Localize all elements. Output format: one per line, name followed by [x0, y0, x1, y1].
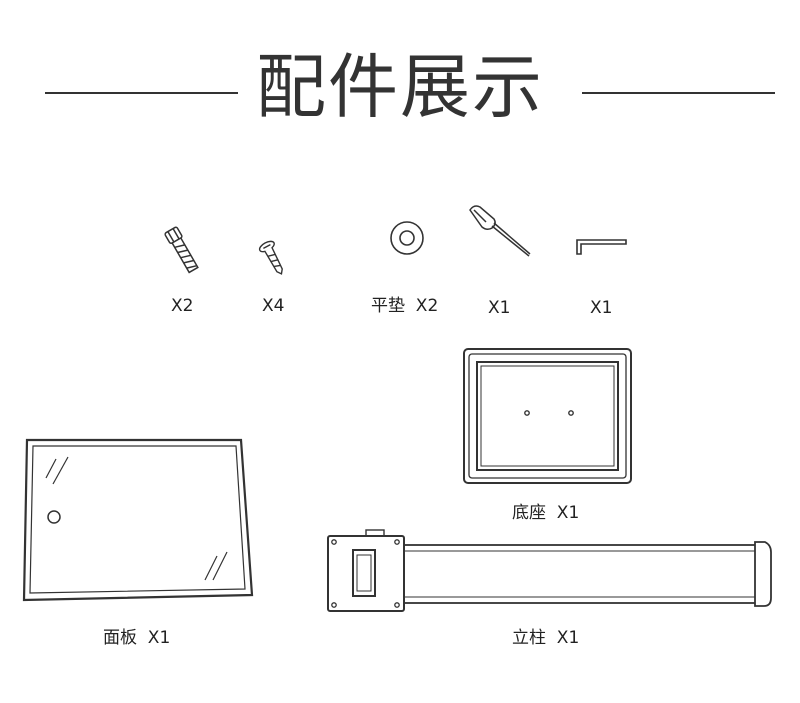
panel-label: 面板 X1 [103, 628, 171, 648]
cross-screw-icon [258, 240, 283, 275]
washer-icon [390, 221, 424, 255]
screwdriver-icon [469, 205, 531, 257]
hex-key-label: X1 [590, 298, 613, 318]
screwdriver-label: X1 [488, 298, 511, 318]
title-divider-right [582, 92, 775, 94]
hex-key-icon [576, 239, 627, 255]
base-label: 底座 X1 [512, 503, 580, 523]
screw-large-label: X2 [171, 296, 194, 316]
hex-socket-screw-icon [164, 226, 199, 274]
washer-label: 平垫 X2 [371, 296, 439, 316]
page-title: 配件展示 [256, 46, 544, 128]
column-label: 立柱 X1 [512, 628, 580, 648]
base-plate-icon [463, 348, 632, 484]
screw-small-label: X4 [262, 296, 285, 316]
title-divider-left [45, 92, 238, 94]
column-pole-icon [327, 529, 772, 612]
glass-panel-icon [22, 438, 254, 602]
